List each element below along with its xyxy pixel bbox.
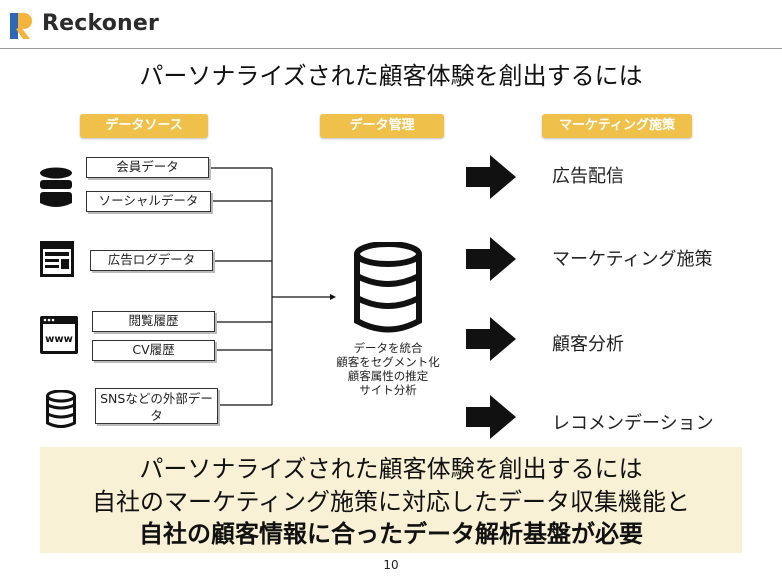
summary-band [40,447,742,553]
arrow-right-icon [466,395,516,439]
summary-line-2: 自社のマーケティング施策に対応したデータ収集機能と [91,488,691,516]
database-icon [40,167,72,207]
column-header-sources: データソース [80,114,208,138]
page-number: 10 [383,558,399,572]
management-caption-integrate: データを統合 [353,341,423,355]
ad-layout-icon [40,241,74,277]
brand-name: Reckoner [42,11,160,36]
source-box-ad-log-data: 広告ログデータ [90,250,213,271]
summary-line-3: 自社の顧客情報に合ったデータ解析基盤が必要 [139,520,643,548]
arrow-right-icon [466,155,516,199]
marketing-ad-delivery: 広告配信 [552,166,624,187]
header-divider [0,48,782,49]
database-icon [46,390,76,428]
source-box-member-data: 会員データ [86,157,209,178]
source-box-cv-history: CV履歴 [92,340,215,361]
source-box-external-data: SNSなどの外部データ [95,388,218,424]
marketing-recommendation: レコメンデーション [552,413,714,434]
source-box-social-data: ソーシャルデータ [86,191,211,212]
database-icon [354,242,422,333]
arrow-right-icon [466,237,516,281]
page-title: パーソナライズされた顧客体験を創出するには [139,62,643,90]
management-caption-segment: 顧客をセグメント化 [336,355,440,369]
reckoner-logo-icon [10,13,32,39]
summary-line-1: パーソナライズされた顧客体験を創出するには [139,455,643,483]
marketing-customer-analysis: 顧客分析 [552,334,624,355]
browser-www-icon: www [40,316,78,354]
management-caption-estimate: 顧客属性の推定 [347,369,429,383]
marketing-measures: マーケティング施策 [552,249,713,270]
column-header-marketing: マーケティング施策 [542,114,692,138]
column-header-management: データ管理 [320,114,444,138]
svg-text:www: www [45,334,73,345]
management-caption-site-analysis: サイト分析 [359,383,417,397]
source-box-browsing-history: 閲覧履歴 [92,311,215,332]
arrow-right-icon [466,317,516,361]
